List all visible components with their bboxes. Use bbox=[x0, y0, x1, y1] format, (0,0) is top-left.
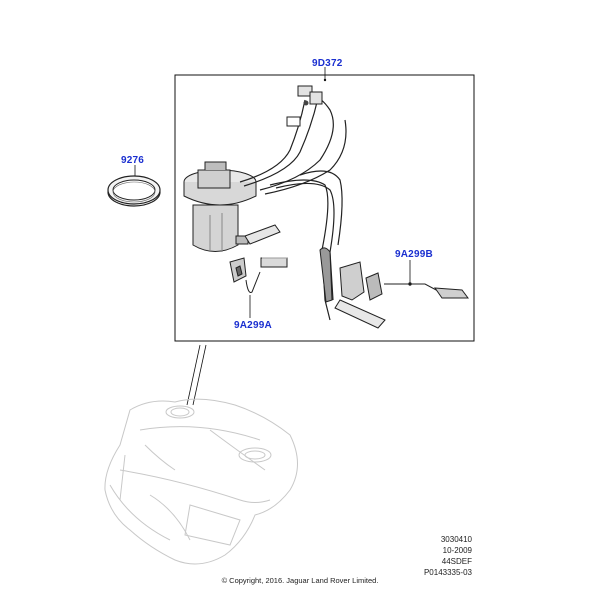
leader-to-tank-1 bbox=[186, 344, 201, 406]
leader-to-tank-2 bbox=[192, 344, 207, 406]
pump-module bbox=[183, 161, 281, 252]
sender-unit-b bbox=[319, 247, 469, 329]
seal-ring bbox=[107, 165, 161, 207]
fuel-tank bbox=[104, 398, 298, 565]
ref-code: 3030410 bbox=[440, 535, 472, 544]
ref-model: 44SDEF bbox=[441, 557, 472, 566]
callout-9276[interactable]: 9276 bbox=[121, 155, 145, 166]
callout-9a299b[interactable]: 9A299B bbox=[395, 249, 433, 260]
detail-frame bbox=[174, 74, 475, 342]
ref-date: 10-2009 bbox=[442, 546, 472, 555]
copyright-notice: © Copyright, 2016. Jaguar Land Rover Lim… bbox=[221, 576, 379, 585]
ref-illustration-id: P0143335-03 bbox=[423, 568, 472, 577]
callout-9d372[interactable]: 9D372 bbox=[312, 58, 343, 69]
sender-unit-a bbox=[229, 257, 288, 318]
callout-9a299a[interactable]: 9A299A bbox=[234, 320, 272, 331]
harness-connector bbox=[286, 85, 323, 127]
reference-block: 3030410 10-2009 44SDEF P0143335-03 bbox=[424, 534, 472, 578]
